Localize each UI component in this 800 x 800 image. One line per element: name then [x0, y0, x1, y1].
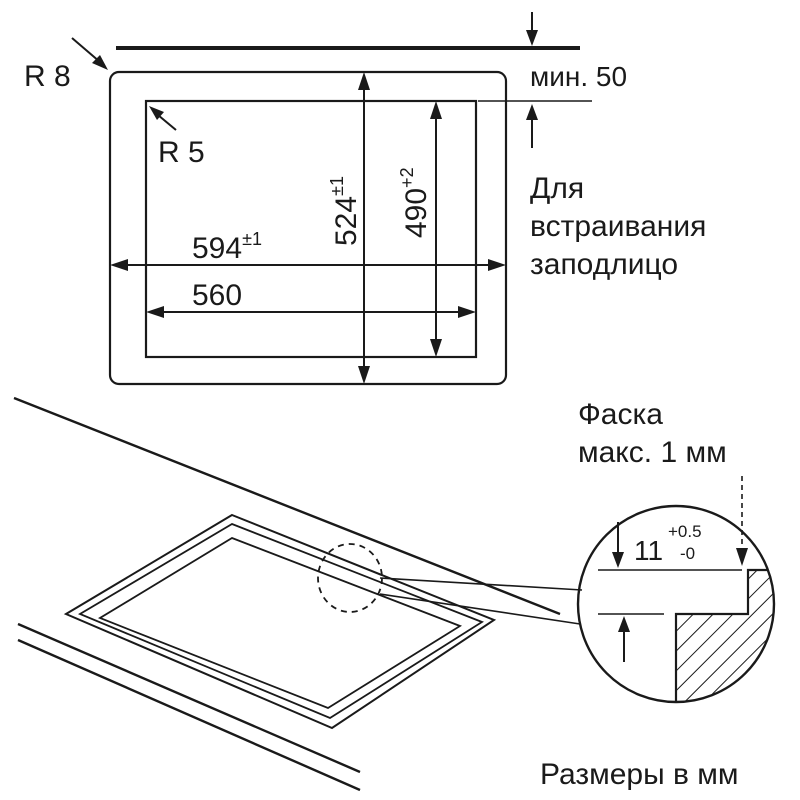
- countertop-front-edge-bottom: [17, 638, 361, 792]
- countertop-front-edge-top: [17, 622, 361, 774]
- r5-arrow: [149, 106, 164, 120]
- countertop-back-edge: [13, 396, 561, 616]
- countertop-section-outline: [674, 568, 774, 702]
- cutout-rim-inner: [97, 537, 463, 710]
- detail-depth-value: 11: [634, 535, 663, 566]
- corner-outer-label: R 8: [24, 60, 71, 93]
- width-outer-label: 594±1: [192, 229, 262, 265]
- detail-content: [598, 568, 774, 702]
- clearance-arrow-bottom: [526, 104, 538, 120]
- width-inner-label: 560: [192, 279, 242, 312]
- clearance-arrow-top: [526, 30, 538, 46]
- r8-leader: [71, 37, 101, 63]
- detail-leader-bottom: [379, 593, 581, 625]
- width-outer-arrow-left: [110, 259, 128, 271]
- depth-inner-arrow-bottom: [430, 339, 442, 357]
- clearance-label: мин. 50: [530, 61, 627, 92]
- detail-circle: [576, 504, 776, 704]
- depth-outer-label: 524±1: [327, 176, 363, 246]
- note-line-1: Для: [530, 172, 584, 205]
- width-outer-arrow-right: [488, 259, 506, 271]
- depth-outer-arrow-top: [358, 72, 370, 90]
- chamfer-arrow: [736, 548, 748, 566]
- chamfer-label-line-2: макс. 1 мм: [578, 436, 727, 469]
- note-line-2: встраивания: [530, 210, 706, 243]
- cutout-rim-mid: [77, 523, 484, 720]
- corner-inner-label: R 5: [158, 136, 205, 169]
- units-note: Размеры в мм: [540, 758, 739, 791]
- depth-inner-label: 490+2: [397, 167, 433, 238]
- detail-arrow-bottom: [618, 616, 630, 632]
- r5-leader: [157, 114, 177, 131]
- note-line-3: заподлицо: [530, 248, 678, 281]
- detail-depth-tol-lower: -0: [680, 544, 695, 563]
- detail-leader-top: [379, 577, 583, 591]
- inner-cutout: [144, 99, 478, 359]
- depth-inner-arrow-top: [430, 101, 442, 119]
- detail-depth-tol-upper: +0.5: [668, 522, 702, 541]
- detail-arrow-top: [612, 552, 624, 568]
- outer-cutout: [108, 70, 508, 386]
- cutout-rim-outer: [63, 513, 497, 730]
- chamfer-label-line-1: Фаска: [578, 398, 663, 431]
- countertop-section-hatch: [676, 570, 774, 702]
- depth-outer-arrow-bottom: [358, 366, 370, 384]
- width-inner-arrow-right: [458, 306, 476, 318]
- r8-arrow: [92, 55, 108, 70]
- width-inner-arrow-left: [146, 306, 164, 318]
